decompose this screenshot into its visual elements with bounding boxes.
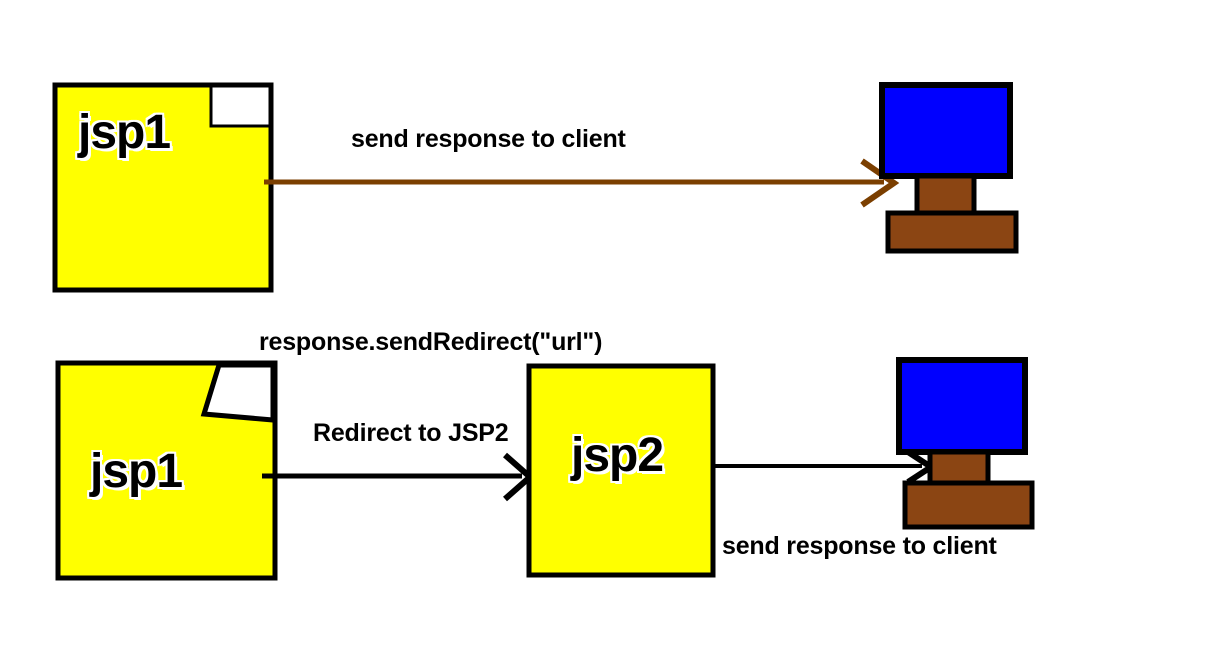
jsp1-top-corner-notch-icon: [209, 84, 272, 128]
edge-label-redirect-to-jsp2: Redirect to JSP2: [313, 419, 509, 447]
jsp2-box[interactable]: [526, 363, 716, 578]
jsp1-bottom-label: jsp1: [90, 445, 183, 498]
edge-send-response-bottom: [713, 449, 937, 485]
jsp2-node[interactable]: [526, 363, 716, 578]
edge-send-response-top: [264, 158, 900, 208]
monitor-neck-icon: [927, 449, 991, 487]
jsp2-label: jsp2: [571, 429, 664, 482]
monitor-screen-icon: [896, 357, 1028, 455]
monitor-screen-icon: [879, 82, 1013, 179]
jsp1-bottom-node[interactable]: [55, 360, 278, 581]
jsp1-bottom-folded-corner-icon: [200, 362, 276, 423]
client-bottom-node[interactable]: [896, 357, 1035, 530]
monitor-neck-icon: [914, 173, 977, 217]
edge-redirect: [262, 452, 535, 502]
monitor-base-icon: [902, 480, 1035, 530]
monitor-base-icon: [885, 210, 1019, 254]
arrowhead-right-icon: [860, 158, 900, 208]
jsp1-top-node[interactable]: [52, 82, 274, 293]
client-top-node[interactable]: [879, 82, 1019, 254]
jsp1-top-label: jsp1: [78, 106, 171, 159]
edge-label-send-response-bottom: send response to client: [722, 532, 997, 560]
edge-label-send-response-top: send response to client: [351, 125, 626, 153]
send-redirect-annotation: response.sendRedirect("url"): [259, 328, 603, 356]
